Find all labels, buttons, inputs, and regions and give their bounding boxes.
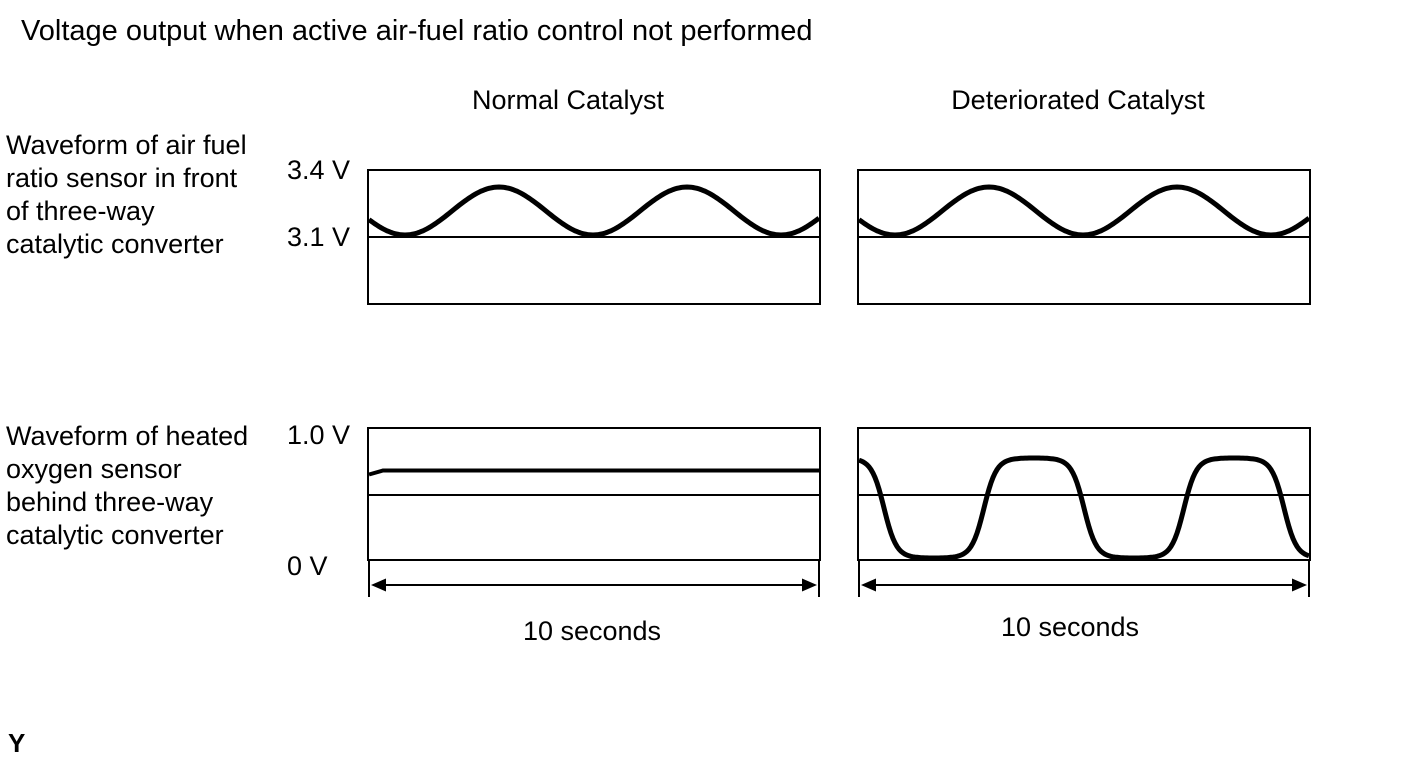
row-label-line: catalytic converter [6,229,224,259]
arrowhead-right-icon [1292,578,1307,592]
waveform-trace [368,468,819,477]
axis-label-3-1v: 3.1 V [287,222,351,252]
panel-border [857,427,1311,561]
row-label-front-sensor: Waveform of air fuel ratio sensor in fro… [6,129,247,261]
row-label-line: Waveform of air fuel [6,130,247,160]
axis-label-1-0v: 1.0 V [287,420,351,450]
row-label-rear-sensor: Waveform of heated oxygen sensor behind … [6,420,248,552]
column-header-normal-catalyst: Normal Catalyst [471,85,665,115]
waveform-panel-front-normal [367,169,821,305]
waveform-panel-front-deteriorated [857,169,1311,305]
panel-border [857,169,1311,305]
panel-border [367,427,821,561]
row-label-line: of three-way [6,196,155,226]
row-label-line: ratio sensor in front [6,163,238,193]
row-label-line: catalytic converter [6,520,224,550]
footer-char: Y [8,728,26,758]
row-label-line: behind three-way [6,487,214,517]
column-header-deteriorated-catalyst: Deteriorated Catalyst [951,85,1205,115]
waveform-panel-rear-deteriorated [857,427,1311,597]
arrowhead-right-icon [802,578,817,592]
panel-border [367,169,821,305]
axis-label-0v: 0 V [287,551,328,581]
waveform-trace [857,184,1311,238]
arrowhead-left-icon [371,578,386,592]
row-label-line: oxygen sensor [6,454,182,484]
time-label-normal: 10 seconds [522,616,662,646]
waveform-trace [367,184,821,238]
arrowhead-left-icon [861,578,876,592]
waveform-trace [858,455,1310,561]
time-label-deteriorated: 10 seconds [1000,612,1140,642]
axis-label-3-4v: 3.4 V [287,155,351,185]
page-title: Voltage output when active air-fuel rati… [21,15,813,47]
waveform-panel-rear-normal [367,427,821,597]
row-label-line: Waveform of heated [6,421,249,451]
